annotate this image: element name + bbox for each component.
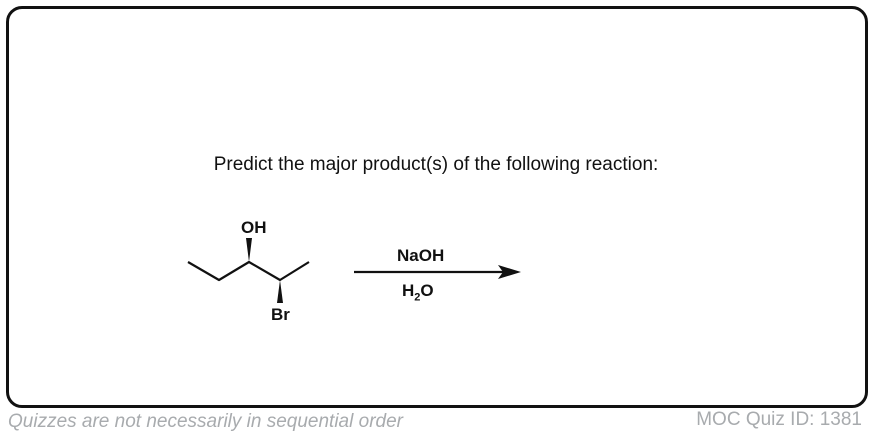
hydroxyl-label: OH	[241, 218, 267, 237]
br-wedge-bond	[277, 280, 283, 303]
sequence-note: Quizzes are not necessarily in sequentia…	[8, 411, 403, 432]
quiz-card	[6, 6, 868, 408]
water-h: H	[402, 281, 415, 300]
reactant-skeleton	[187, 260, 310, 282]
water-o: O	[420, 281, 434, 300]
solvent-water: H2O	[402, 281, 434, 303]
water-subscript: 2	[414, 291, 421, 304]
question-prompt: Predict the major product(s) of the foll…	[213, 154, 659, 175]
oh-wedge-bond	[246, 238, 252, 262]
quiz-id: MOC Quiz ID: 1381	[696, 409, 862, 430]
reaction-arrow-head	[498, 265, 521, 279]
reagent-naoh: NaOH	[397, 246, 445, 265]
bromine-label: Br	[271, 305, 290, 324]
